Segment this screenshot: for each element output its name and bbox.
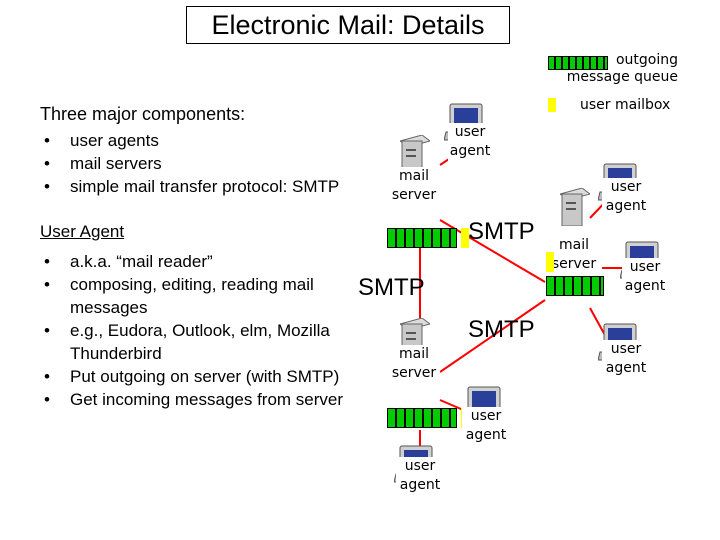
link-line (439, 219, 546, 283)
outgoing-queue (387, 408, 457, 428)
outgoing-queue (546, 276, 604, 296)
mail-server-label: mail server (388, 167, 440, 205)
user-agent-label: user agent (602, 340, 650, 378)
mail-server-label: mail server (546, 236, 602, 274)
user-agent-heading: User Agent (40, 222, 125, 241)
user-mailbox-icon (548, 98, 556, 112)
smtp-label: SMTP (358, 274, 425, 301)
page-title: Electronic Mail: Details (186, 6, 510, 44)
user-agent-label: user agent (462, 407, 510, 445)
user-agent-item: a.k.a. “mail reader” (44, 250, 362, 273)
outgoing-queue-icon (548, 56, 608, 70)
user-agent-item: e.g., Eudora, Outlook, elm, Mozilla Thun… (44, 319, 362, 365)
user-mailbox (461, 228, 469, 248)
smtp-label: SMTP (468, 218, 535, 245)
smtp-label: SMTP (468, 316, 535, 343)
link-line (439, 299, 546, 373)
component-item: simple mail transfer protocol: SMTP (44, 175, 384, 198)
user-agent-label: user agent (602, 178, 650, 216)
outgoing-queue (387, 228, 457, 248)
user-agent-item: Get incoming messages from server (44, 388, 362, 411)
server-tower-icon (558, 187, 592, 227)
user-agent-item: composing, editing, reading mail message… (44, 273, 362, 319)
legend-queue-label: outgoing message queue (566, 52, 678, 85)
user-agent-item: Put outgoing on server (with SMTP) (44, 365, 362, 388)
user-agent-label: user agent (448, 123, 492, 161)
user-agent-list: a.k.a. “mail reader” composing, editing,… (44, 250, 362, 411)
component-item: mail servers (44, 152, 384, 175)
component-item: user agents (44, 129, 384, 152)
user-agent-label: user agent (622, 258, 668, 296)
components-list: user agents mail servers simple mail tra… (44, 129, 384, 198)
user-agent-label: user agent (396, 457, 444, 495)
components-heading: Three major components: (40, 104, 246, 124)
legend-mailbox-label: user mailbox (580, 97, 671, 113)
mail-server-label: mail server (388, 345, 440, 383)
user-mailbox (546, 252, 554, 272)
